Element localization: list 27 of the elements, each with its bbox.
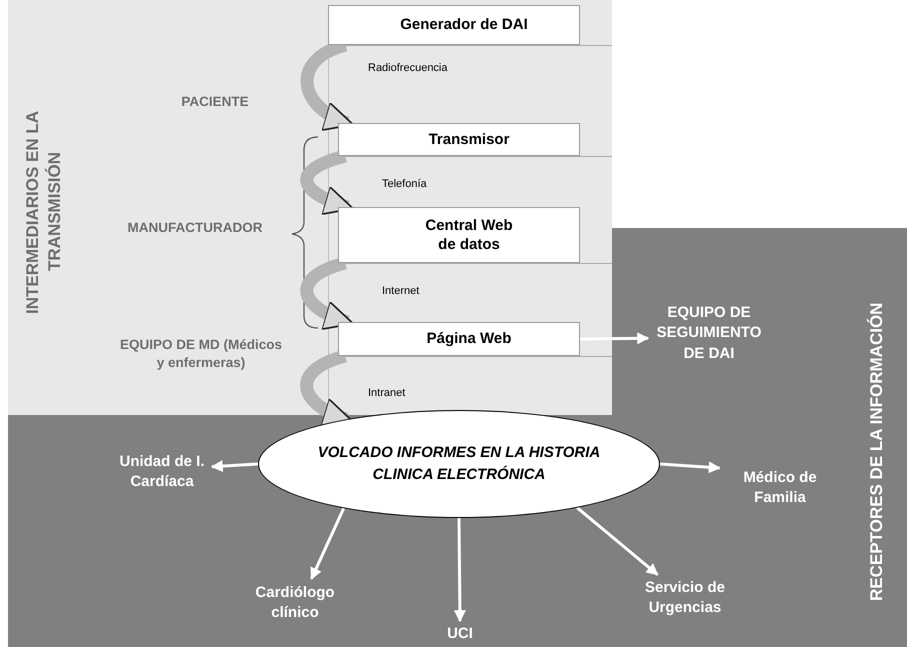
arrow [310, 508, 346, 580]
recipient-label: Cardiólogo clínico [240, 583, 350, 624]
edge-label: Internet [382, 285, 420, 297]
process-box: Generador de DAI [328, 5, 580, 45]
process-box: Transmisor [338, 123, 580, 156]
arrow [660, 461, 721, 474]
role-label: EQUIPO DE MD (Médicos y enfermeras) [118, 336, 284, 372]
arrow [580, 332, 650, 344]
role-label: MANUFACTURADOR [126, 219, 264, 237]
edge-label: Intranet [368, 387, 406, 399]
arrow [576, 506, 658, 576]
arrow [454, 518, 466, 622]
recipient-label: Unidad de I. Cardíaca [112, 452, 212, 492]
role-label: PACIENTE [180, 93, 250, 111]
recipient-label: Médico de Familia [725, 468, 835, 508]
curved-block-arrow [300, 150, 354, 214]
edge-label: Telefonía [382, 178, 427, 190]
process-box: Página Web [338, 322, 580, 356]
curved-block-arrow [300, 256, 354, 329]
recipient-label: EQUIPO DE SEGUIMIENTO DE DAI [648, 303, 770, 364]
vertical-heading: INTERMEDIARIOS EN LA TRANSMISIÓN [22, 109, 66, 316]
arrow [210, 460, 258, 472]
edge-label: Radiofrecuencia [368, 62, 448, 74]
vertical-heading: RECEPTORES DE LA INFORMACIÓN [866, 302, 887, 604]
recipient-label: Servicio de Urgencias [630, 578, 740, 618]
process-box: Central Web de datos [338, 207, 580, 263]
recipient-label: UCI [430, 624, 490, 644]
